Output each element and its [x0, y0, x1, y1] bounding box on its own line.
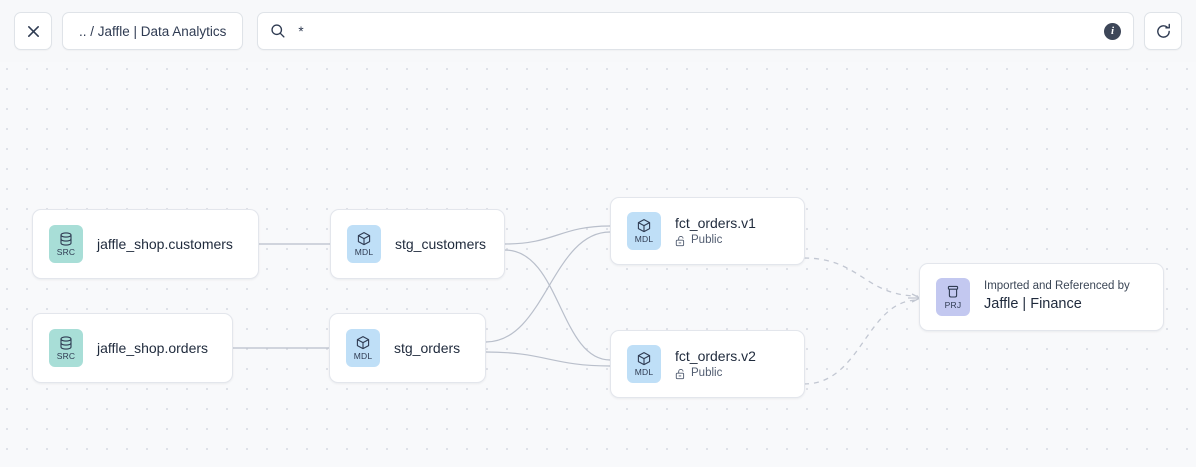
search-box[interactable]: i — [257, 12, 1134, 50]
badge-label: MDL — [354, 247, 374, 258]
close-icon — [27, 25, 39, 37]
badge-src: SRC — [49, 225, 83, 263]
graph-node-fct-orders-v1[interactable]: MDL fct_orders.v1 Public — [610, 197, 805, 265]
badge-label: MDL — [634, 367, 654, 378]
node-title: stg_orders — [394, 339, 461, 356]
graph-node-jaffle-shop-customers[interactable]: SRC jaffle_shop.customers — [32, 209, 259, 279]
node-title: stg_customers — [395, 235, 487, 252]
node-text: jaffle_shop.orders — [97, 340, 208, 356]
project-icon — [947, 286, 959, 298]
node-text: Imported and Referenced by Jaffle | Fina… — [984, 280, 1130, 314]
badge-label: SRC — [56, 247, 76, 258]
refresh-icon — [1156, 23, 1170, 38]
graph-node-jaffle-shop-orders[interactable]: SRC jaffle_shop.orders — [32, 313, 233, 383]
graph-node-stg-orders[interactable]: MDL stg_orders — [329, 313, 486, 383]
refresh-button[interactable] — [1144, 12, 1182, 50]
node-text: stg_orders — [394, 340, 460, 356]
close-button[interactable] — [14, 12, 52, 50]
search-icon — [271, 24, 285, 38]
visibility-label: Public — [691, 233, 723, 246]
graph-node-project-jaffle-finance[interactable]: PRJ Imported and Referenced by Jaffle | … — [919, 263, 1164, 331]
visibility-label: Public — [691, 366, 723, 379]
badge-label: PRJ — [944, 300, 962, 311]
toolbar: .. / Jaffle | Data Analytics i — [0, 0, 1196, 62]
node-title: fct_orders.v2 — [675, 347, 756, 364]
project-title: Jaffle | Finance — [984, 296, 1082, 313]
node-title: jaffle_shop.customers — [97, 235, 233, 252]
database-icon — [60, 336, 72, 350]
badge-label: SRC — [56, 351, 76, 362]
graph-node-stg-customers[interactable]: MDL stg_customers — [330, 209, 505, 279]
search-input[interactable] — [298, 13, 1104, 49]
node-text: fct_orders.v2 Public — [675, 348, 756, 380]
node-text: stg_customers — [395, 236, 486, 252]
badge-prj: PRJ — [936, 278, 970, 316]
badge-label: MDL — [353, 351, 373, 362]
cube-icon — [357, 232, 371, 246]
badge-src: SRC — [49, 329, 83, 367]
node-visibility: Public — [675, 367, 756, 380]
breadcrumb[interactable]: .. / Jaffle | Data Analytics — [62, 12, 244, 50]
badge-mdl: MDL — [346, 329, 380, 367]
unlock-icon — [675, 368, 685, 379]
cube-icon — [637, 352, 651, 366]
node-title: jaffle_shop.orders — [97, 339, 209, 356]
info-icon[interactable]: i — [1104, 22, 1121, 40]
cube-icon — [356, 336, 370, 350]
node-text: jaffle_shop.customers — [97, 236, 233, 252]
unlock-icon — [675, 235, 685, 246]
node-visibility: Public — [675, 234, 756, 247]
badge-label: MDL — [634, 234, 654, 245]
node-title: fct_orders.v1 — [675, 214, 756, 231]
badge-mdl: MDL — [627, 212, 661, 250]
breadcrumb-label: .. / Jaffle | Data Analytics — [79, 23, 227, 39]
node-text: fct_orders.v1 Public — [675, 215, 756, 247]
cube-icon — [637, 219, 651, 233]
database-icon — [60, 232, 72, 246]
project-caption: Imported and Referenced by — [984, 280, 1130, 293]
badge-mdl: MDL — [347, 225, 381, 263]
badge-mdl: MDL — [627, 345, 661, 383]
graph-node-fct-orders-v2[interactable]: MDL fct_orders.v2 Public — [610, 330, 805, 398]
